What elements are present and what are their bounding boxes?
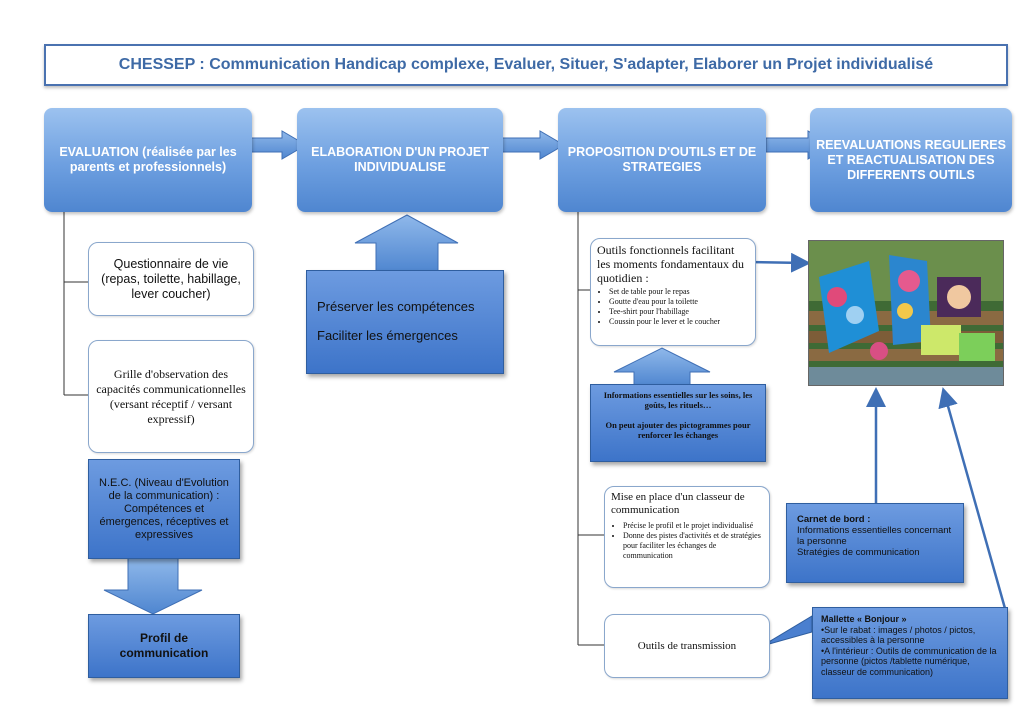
stage-projet: ELABORATION D'UN PROJET INDIVIDUALISE	[297, 108, 503, 212]
arrow-up-fonctionnels	[613, 347, 711, 387]
carnet-title: Carnet de bord :	[797, 514, 871, 525]
questionnaire-text: Questionnaire de vie (repas, toilette, h…	[101, 256, 241, 301]
fonctionnels-item: Goutte d'eau pour la toilette	[609, 297, 749, 307]
arrow-down-profil	[103, 557, 203, 615]
stage-evaluation: EVALUATION (réalisée par les parents et …	[44, 108, 252, 212]
diagram-title-box: CHESSEP : Communication Handicap complex…	[44, 44, 1008, 86]
profil-box: Profil de communication	[88, 614, 240, 678]
grille-text: Grille d'observation des capacités commu…	[96, 366, 246, 426]
fonctionnels-item: Coussin pour le lever et le coucher	[609, 317, 749, 327]
infos-line-2: On peut ajouter des pictogrammes pour re…	[605, 420, 751, 440]
tools-photo	[808, 240, 1004, 386]
stage-reeval: REEVALUATIONS REGULIERES ET REACTUALISAT…	[810, 108, 1012, 212]
profil-text: Profil de communication	[119, 631, 209, 660]
infos-box: Informations essentielles sur les soins,…	[590, 384, 766, 462]
classeur-title: Mise en place d'un classeur de communica…	[611, 491, 745, 516]
projet-goal-2: Faciliter les émergences	[317, 328, 458, 343]
mallette-box: Mallette « Bonjour » •Sur le rabat : ima…	[812, 607, 1008, 699]
nec-text: N.E.C. (Niveau d'Evolution de la communi…	[99, 476, 229, 541]
nec-box: N.E.C. (Niveau d'Evolution de la communi…	[88, 459, 240, 559]
tools-photo-illustration	[809, 241, 1003, 385]
arrow-projet-to-outils	[501, 130, 565, 160]
fonctionnels-item: Set de table pour le repas	[609, 287, 749, 297]
fonctionnels-box: Outils fonctionnels facilitant les momen…	[590, 238, 756, 346]
stage-evaluation-label: EVALUATION (réalisée par les parents et …	[59, 145, 237, 174]
grille-box: Grille d'observation des capacités commu…	[88, 340, 254, 453]
questionnaire-box: Questionnaire de vie (repas, toilette, h…	[88, 242, 254, 316]
carnet-box: Carnet de bord : Informations essentiell…	[786, 503, 964, 583]
classeur-item: Donne des pistes d'activités et de strat…	[623, 531, 763, 561]
transmission-text: Outils de transmission	[637, 640, 737, 652]
arrow-up-projet	[354, 214, 459, 273]
transmission-box: Outils de transmission	[604, 614, 770, 678]
diagram-title: CHESSEP : Communication Handicap complex…	[118, 56, 934, 73]
classeur-box: Mise en place d'un classeur de communica…	[604, 486, 770, 588]
stage-outils: PROPOSITION D'OUTILS ET DE STRATEGIES	[558, 108, 766, 212]
classeur-item: Précise le profil et le projet individua…	[623, 521, 763, 531]
mallette-line-1: •Sur le rabat : images / photos / pictos…	[821, 624, 976, 646]
stage-outils-label: PROPOSITION D'OUTILS ET DE STRATEGIES	[567, 145, 757, 174]
mallette-title: Mallette « Bonjour »	[821, 614, 907, 624]
projet-goal-1: Préserver les compétences	[317, 299, 475, 314]
stage-projet-label: ELABORATION D'UN PROJET INDIVIDUALISE	[311, 145, 489, 174]
fonctionnels-title: Outils fonctionnels facilitant les momen…	[597, 243, 744, 285]
carnet-line-1: Informations essentielles concernant la …	[797, 525, 952, 547]
mallette-line-2: •A l'intérieur : Outils de communication…	[821, 645, 997, 677]
fonctionnels-item: Tee-shirt pour l'habillage	[609, 307, 749, 317]
carnet-line-2: Stratégies de communication	[797, 547, 920, 558]
infos-line-1: Informations essentielles sur les soins,…	[603, 390, 753, 410]
stage-reeval-label: REEVALUATIONS REGULIERES ET REACTUALISAT…	[816, 137, 1006, 182]
projet-goals-box: Préserver les compétences Faciliter les …	[306, 270, 504, 374]
